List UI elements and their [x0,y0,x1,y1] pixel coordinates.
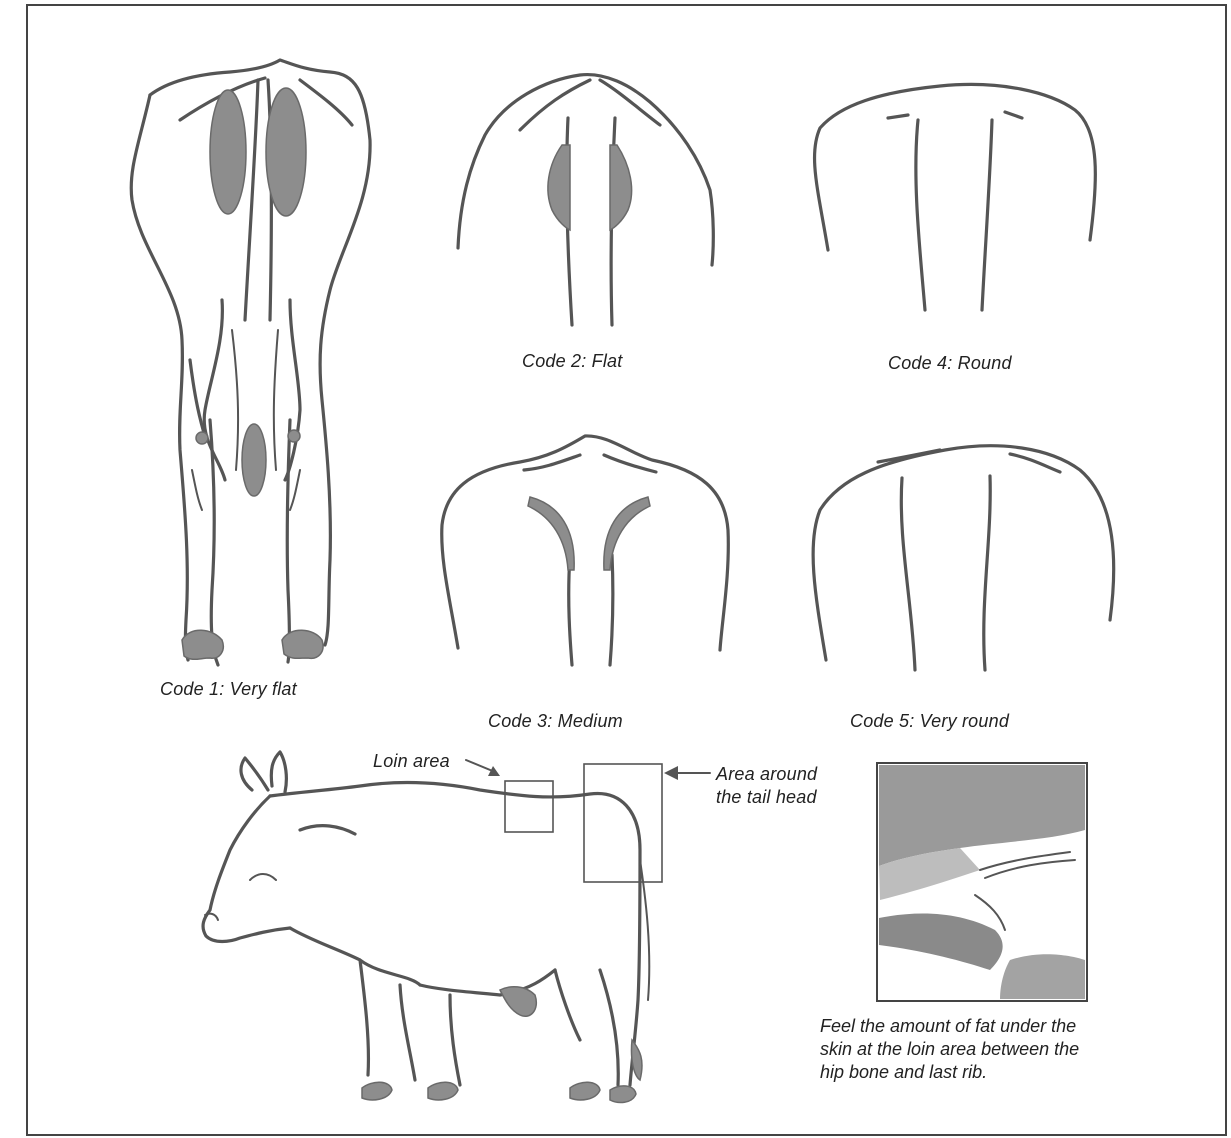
code-1-cow-rear-view [131,60,370,665]
udder [500,987,536,1017]
code-3-label: Code 3: Medium [488,711,623,732]
tail-switch-side [631,1040,642,1080]
tail-head-arrow-icon [664,766,678,780]
code-1-label: Code 1: Very flat [160,679,297,700]
tail-head-callout-line1: Area around [716,764,817,785]
loin-arrow-icon [488,766,500,776]
instruction-line-1: Feel the amount of fat under the [820,1015,1076,1038]
tail-head-callout-line2: the tail head [716,787,817,808]
tail-head-area-box [584,764,662,882]
hoof-right [282,630,323,658]
code-5-label: Code 5: Very round [850,711,1009,732]
code-5-very-round-illustration [813,446,1114,670]
fat-deposit-right [266,88,306,216]
loin-area-box [505,781,553,832]
instruction-line-3: hip bone and last rib. [820,1061,987,1084]
instruction-line-2: skin at the loin area between the [820,1038,1079,1061]
tail-switch [242,424,266,496]
hoof-left [182,630,223,659]
code-2-label: Code 2: Flat [522,351,622,372]
cow-side-view [203,752,710,1102]
code-2-flat-illustration [458,75,713,325]
code-4-round-illustration [815,84,1096,310]
fat-deposit-left [210,90,246,214]
code-4-label: Code 4: Round [888,353,1012,374]
loin-area-callout: Loin area [373,751,450,772]
palpation-detail-inset [877,763,1087,1001]
code-3-medium-illustration [442,436,729,665]
